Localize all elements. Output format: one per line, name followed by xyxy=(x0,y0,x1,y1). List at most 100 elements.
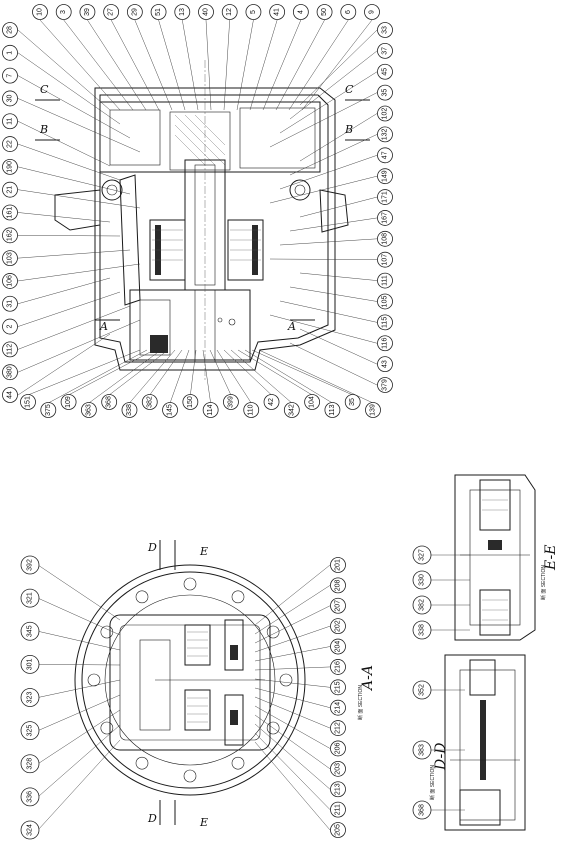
balloon-top-40: 40 xyxy=(198,4,214,20)
balloon-e-327-label: 327 xyxy=(419,549,426,561)
section-a-leaders xyxy=(37,564,331,831)
section-mark-c-left: C xyxy=(40,83,49,96)
balloon-left-106-label: 106 xyxy=(7,275,14,287)
leader-top-3 xyxy=(63,19,134,111)
balloon-a-215-label: 215 xyxy=(335,681,342,693)
balloon-left-11: 11 xyxy=(2,113,18,130)
balloon-top-13-label: 13 xyxy=(179,8,186,16)
balloon-left-30-circle xyxy=(2,90,18,107)
balloon-a-201-circle xyxy=(330,557,346,573)
balloon-a-345-label: 345 xyxy=(27,625,34,637)
balloon-a-212-label: 212 xyxy=(335,722,342,734)
bolt-hole xyxy=(100,721,114,735)
balloon-a-325-circle xyxy=(20,721,40,741)
balloon-top-50: 50 xyxy=(316,4,333,20)
balloon-left-103: 103 xyxy=(2,250,18,267)
balloon-a-323-label: 323 xyxy=(27,692,34,704)
balloon-bottom-375-circle xyxy=(40,402,57,418)
balloon-bottom-399-circle xyxy=(223,394,239,410)
balloon-right-43: 43 xyxy=(377,356,393,373)
balloon-left-380-label: 380 xyxy=(7,366,14,378)
leader-left-7 xyxy=(17,75,131,139)
balloon-right-115: 115 xyxy=(377,314,393,331)
balloon-right-37-circle xyxy=(377,42,393,59)
leader-right-149 xyxy=(269,175,378,204)
balloon-bottom-145-label: 145 xyxy=(167,404,174,416)
balloon-a-392: 392 xyxy=(20,555,40,575)
balloon-left-161: 161 xyxy=(2,204,18,221)
balloon-left-28: 28 xyxy=(2,22,18,38)
balloon-bottom-151-label: 151 xyxy=(25,396,32,408)
leader-a-top-323 xyxy=(37,679,121,698)
balloon-e-382: 382 xyxy=(412,595,432,615)
balloon-right-35: 35 xyxy=(377,84,393,101)
balloon-right-105-label: 105 xyxy=(382,296,389,308)
balloon-a-203-label: 203 xyxy=(335,763,342,775)
balloon-right-171-label: 171 xyxy=(382,191,389,203)
leader-bottom-35 xyxy=(251,349,353,396)
balloon-a-207-circle xyxy=(330,597,346,614)
balloon-a-206: 206 xyxy=(330,740,346,757)
balloon-bottom-342: 342 xyxy=(283,402,300,418)
balloon-a-328: 328 xyxy=(20,754,40,774)
balloon-a-208-circle xyxy=(330,577,346,594)
leader-top-9 xyxy=(301,19,373,111)
balloon-left-11-circle xyxy=(2,113,18,130)
balloon-a-213-circle xyxy=(330,781,346,798)
balloon-right-45-circle xyxy=(377,63,393,80)
balloon-left-28-label: 28 xyxy=(7,26,14,34)
balloon-a-392-label: 392 xyxy=(27,559,34,571)
leader-right-116 xyxy=(269,314,378,344)
balloon-e-327-circle xyxy=(412,545,432,565)
balloon-a-205-circle xyxy=(330,822,346,838)
balloon-bottom-151: 151 xyxy=(20,394,36,410)
balloon-a-216-label: 216 xyxy=(335,661,342,673)
leader-a-bottom-207 xyxy=(254,605,331,644)
balloon-a-301-label: 301 xyxy=(27,658,34,670)
leader-right-107 xyxy=(269,258,378,260)
bolt-hole xyxy=(100,625,114,639)
balloon-a-204-circle xyxy=(330,638,346,655)
balloon-e-338-label: 338 xyxy=(419,624,426,636)
balloon-bottom-363-circle xyxy=(80,402,97,418)
cut-mark-e-top: E xyxy=(199,545,208,558)
balloon-right-171-circle xyxy=(377,189,393,205)
leader-bottom-375 xyxy=(48,349,148,404)
leader-bottom-145 xyxy=(169,349,190,404)
balloon-top-6: 6 xyxy=(340,4,357,20)
balloon-a-205-label: 205 xyxy=(335,824,342,836)
balloon-e-382-circle xyxy=(412,595,432,615)
section-mark-a-left: A xyxy=(99,320,108,333)
leader-right-111 xyxy=(299,272,378,281)
balloon-left-22-circle xyxy=(2,136,18,152)
cut-mark-d-bottom: D xyxy=(147,812,157,825)
balloon-a-215-circle xyxy=(330,679,346,696)
leader-top-27 xyxy=(110,19,160,111)
balloon-right-107: 107 xyxy=(377,251,393,268)
balloon-d-368: 368 xyxy=(412,800,432,820)
balloon-bottom-35-circle xyxy=(344,394,361,410)
balloon-left-7-label: 7 xyxy=(7,74,14,78)
balloon-a-324-circle xyxy=(20,820,40,840)
balloon-right-379: 379 xyxy=(377,377,393,393)
leader-right-45 xyxy=(279,71,378,134)
leader-left-31 xyxy=(17,277,111,304)
balloon-top-41-circle xyxy=(269,4,286,20)
balloon-top-9-circle xyxy=(364,4,380,20)
balloon-left-7-circle xyxy=(2,67,18,84)
balloon-left-106-circle xyxy=(2,273,18,289)
balloon-right-107-label: 107 xyxy=(382,254,389,266)
balloon-d-352: 352 xyxy=(412,680,432,700)
balloon-right-132: 132 xyxy=(377,126,393,143)
balloon-d-383-circle xyxy=(412,740,432,760)
balloon-left-44: 44 xyxy=(2,387,18,403)
balloon-a-212: 212 xyxy=(330,720,346,736)
leader-bottom-104 xyxy=(237,349,313,396)
balloon-a-211-label: 211 xyxy=(335,804,342,815)
balloon-left-21-label: 21 xyxy=(7,186,14,194)
leader-bottom-114 xyxy=(202,349,211,404)
balloon-left-31-label: 31 xyxy=(7,300,14,308)
balloon-right-149-label: 149 xyxy=(382,170,389,182)
